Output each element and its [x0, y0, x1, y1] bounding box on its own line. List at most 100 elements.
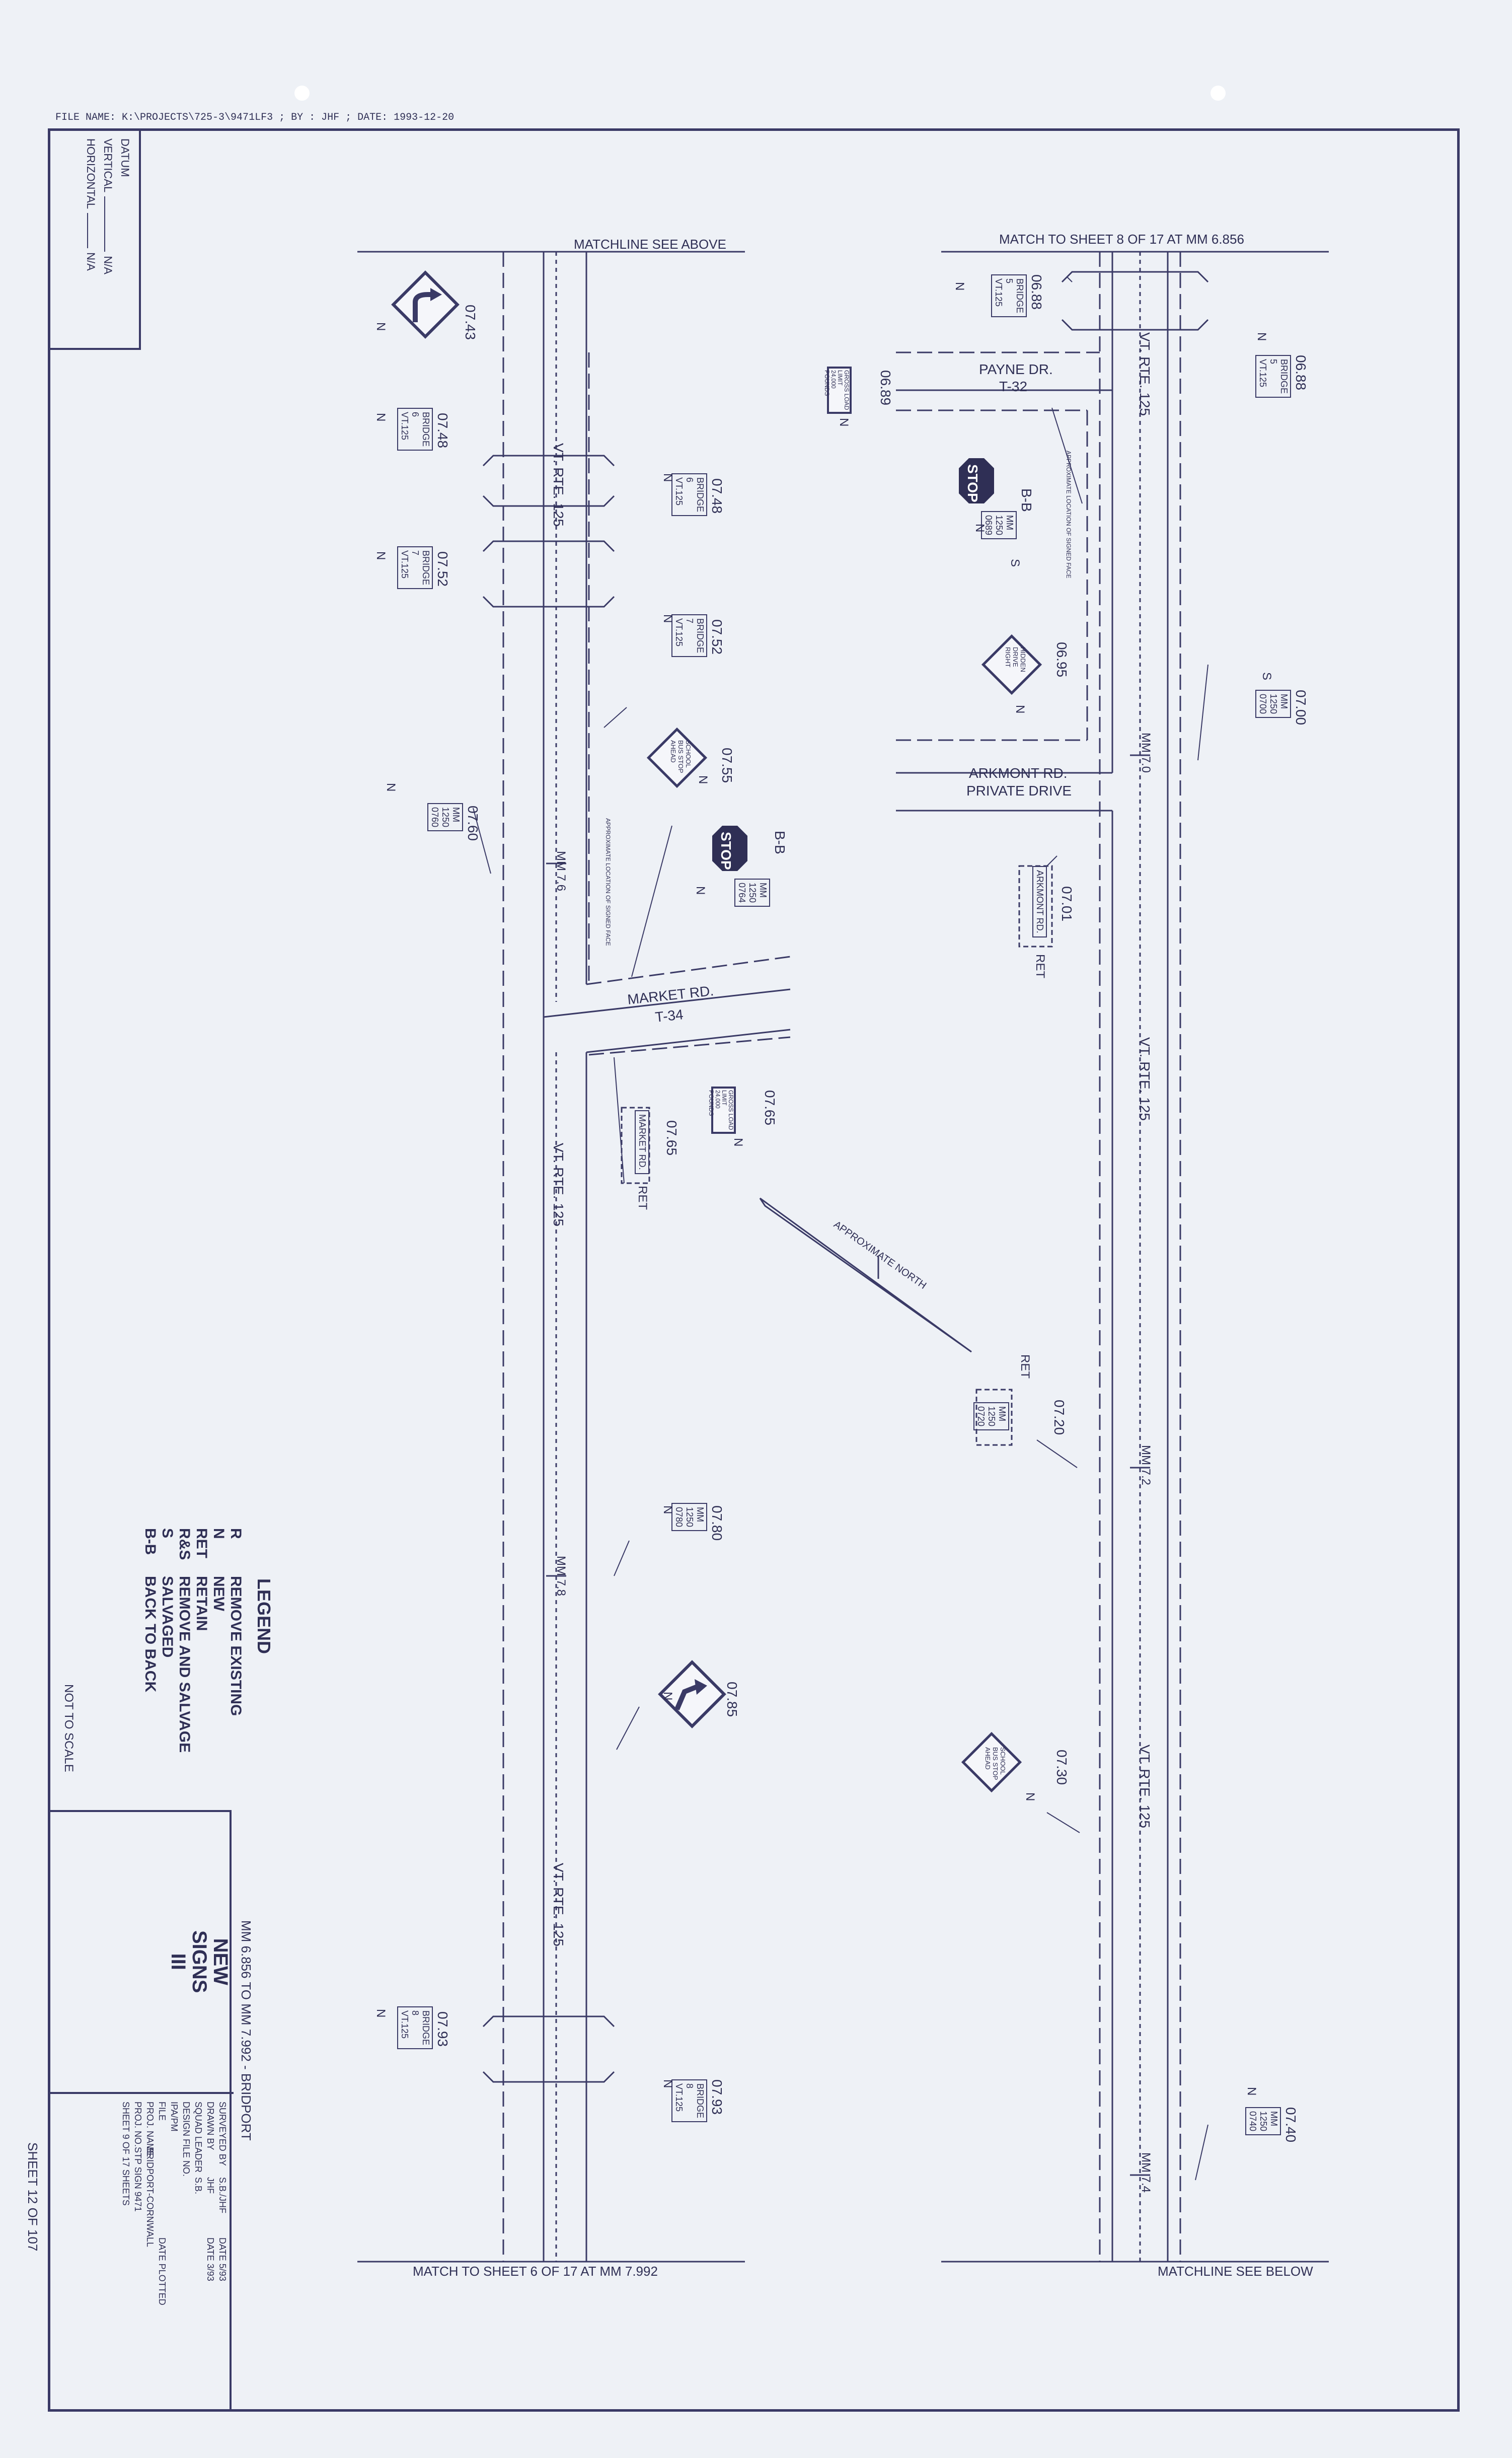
sign-number: 07.55 — [719, 748, 735, 783]
sign-extra: S — [1008, 559, 1022, 567]
sign-number: 07.00 — [1293, 690, 1309, 726]
sign-code: N — [374, 322, 388, 331]
not-to-scale: NOT TO SCALE — [62, 1684, 75, 1772]
sign-number: 07.93 — [709, 2079, 725, 2115]
market-rd-edge — [586, 956, 791, 985]
sign-number: 07.40 — [1283, 2107, 1299, 2143]
route-label: VT. RTE. 125 — [551, 1863, 566, 1947]
market-rd-edge — [586, 1029, 791, 1053]
retain-box-0720 — [975, 1389, 1013, 1446]
mm-label: MM 7.8 — [554, 1556, 568, 1597]
sign-code: N — [694, 886, 707, 895]
arkmont-rd-label: ARKMONT RD. — [969, 765, 1068, 781]
punch-hole — [1211, 86, 1226, 101]
sign-code: RET — [1033, 954, 1047, 978]
legend-item: B-BBACK TO BACK — [142, 1528, 159, 1693]
market-rd-number: T-34 — [654, 1006, 684, 1025]
sign-code: N — [953, 282, 966, 291]
datum-box: DATUM VERTICALN/A HORIZONTALN/A — [48, 128, 141, 350]
matchline-bottom-left-label: MATCH TO SHEET 6 OF 17 AT MM 7.992 — [413, 2264, 658, 2279]
mm-label: MM 7.4 — [1139, 2152, 1153, 2193]
sign-number: B-B — [1019, 488, 1034, 512]
sign-number: 06.88 — [1029, 274, 1044, 310]
sign-code: N — [837, 418, 851, 427]
legend-item: RREMOVE EXISTING — [228, 1528, 244, 1716]
market-rd-edge — [588, 1036, 791, 1056]
retain-box-market — [621, 1107, 650, 1184]
north-arrow-label: APPROXIMATE NORTH — [831, 1219, 928, 1291]
mm-label: MM 7.0 — [1139, 733, 1153, 773]
sign-number: 07.48 — [709, 478, 725, 514]
stop-sign-right: STOP — [959, 458, 994, 503]
route-label: VT. RTE. 125 — [551, 1143, 566, 1227]
sign-number: 07.52 — [709, 619, 725, 655]
school-bus-sign-0730 — [961, 1731, 1022, 1793]
north-arrow — [759, 1197, 972, 1353]
sign-number: 06.95 — [1054, 642, 1070, 678]
sign-code: N — [661, 1692, 674, 1701]
sign-code: N — [661, 614, 674, 623]
matchline-bottom-right-label: MATCHLINE SEE BELOW — [1158, 2264, 1313, 2279]
curve-sign-0785 — [658, 1660, 726, 1728]
approx-location-note: APPROXIMATE LOCATION OF SIGNED FACE — [1065, 451, 1072, 579]
sign-number: 07.80 — [709, 1505, 725, 1541]
route-label: VT. RTE. 125 — [1137, 332, 1153, 416]
sign-code: RET — [636, 1186, 649, 1210]
title-fields: SURVEYED BYS.B./JHFDATE 5/93 DRAWN BYJHF… — [121, 2102, 228, 2305]
sign-number: 07.65 — [762, 1090, 778, 1126]
range-label: MM 6.856 TO MM 7.992 - BRIDPORT — [239, 1920, 254, 2141]
overall-sheet-number: SHEET 12 OF 107 — [25, 2142, 40, 2252]
sign-code: N — [374, 551, 388, 560]
route-label: VT. RTE. 125 — [1137, 1745, 1153, 1829]
sign-number: 06.88 — [1293, 355, 1309, 391]
matchline-top-left-label: MATCHLINE SEE ABOVE — [574, 237, 726, 252]
route-label: VT. RTE. 125 — [1137, 1037, 1153, 1121]
legend-list: RREMOVE EXISTING NNEW RETRETAIN R&SREMOV… — [141, 1528, 244, 1753]
load-limit-sign-0765 — [711, 1087, 736, 1134]
mm-label: MM 7.6 — [554, 851, 568, 892]
sign-number: 07.60 — [465, 806, 481, 841]
stop-sign-center: STOP — [712, 826, 747, 871]
drawing-border — [48, 128, 1460, 2412]
punch-hole — [294, 86, 310, 101]
sign-code: N — [973, 524, 987, 533]
matchline-top-right-label: MATCH TO SHEET 8 OF 17 AT MM 6.856 — [999, 232, 1244, 247]
sign-code: N — [1023, 1792, 1037, 1801]
legend-item: R&SREMOVE AND SALVAGE — [176, 1528, 193, 1753]
stop-label: STOP — [718, 832, 734, 870]
sign-code: N — [374, 2009, 388, 2018]
approx-location-note: APPROXIMATE LOCATION OF SIGNED FACE — [604, 818, 612, 946]
sign-number: 07.30 — [1054, 1750, 1070, 1785]
sign-code: N — [1013, 705, 1027, 714]
sheet-title: NEW SIGNS III — [167, 1930, 232, 1993]
sign-code: N — [374, 413, 388, 422]
legend-item: NNEW — [210, 1528, 227, 1611]
sign-number: 07.48 — [435, 413, 450, 449]
sign-box: MARKET RD. — [635, 1110, 649, 1174]
sign-code: N — [1245, 2087, 1258, 2096]
sign-number: 07.20 — [1051, 1400, 1067, 1435]
legend-title: LEGEND — [254, 1578, 274, 1654]
legend-item: RETRETAIN — [193, 1528, 210, 1631]
sign-number: 07.01 — [1059, 886, 1075, 922]
sign-code: N — [384, 783, 398, 792]
payne-dr-number: T-32 — [999, 379, 1028, 394]
hidden-drive-sign-0695 — [981, 634, 1042, 695]
sign-number: 07.43 — [463, 305, 478, 340]
